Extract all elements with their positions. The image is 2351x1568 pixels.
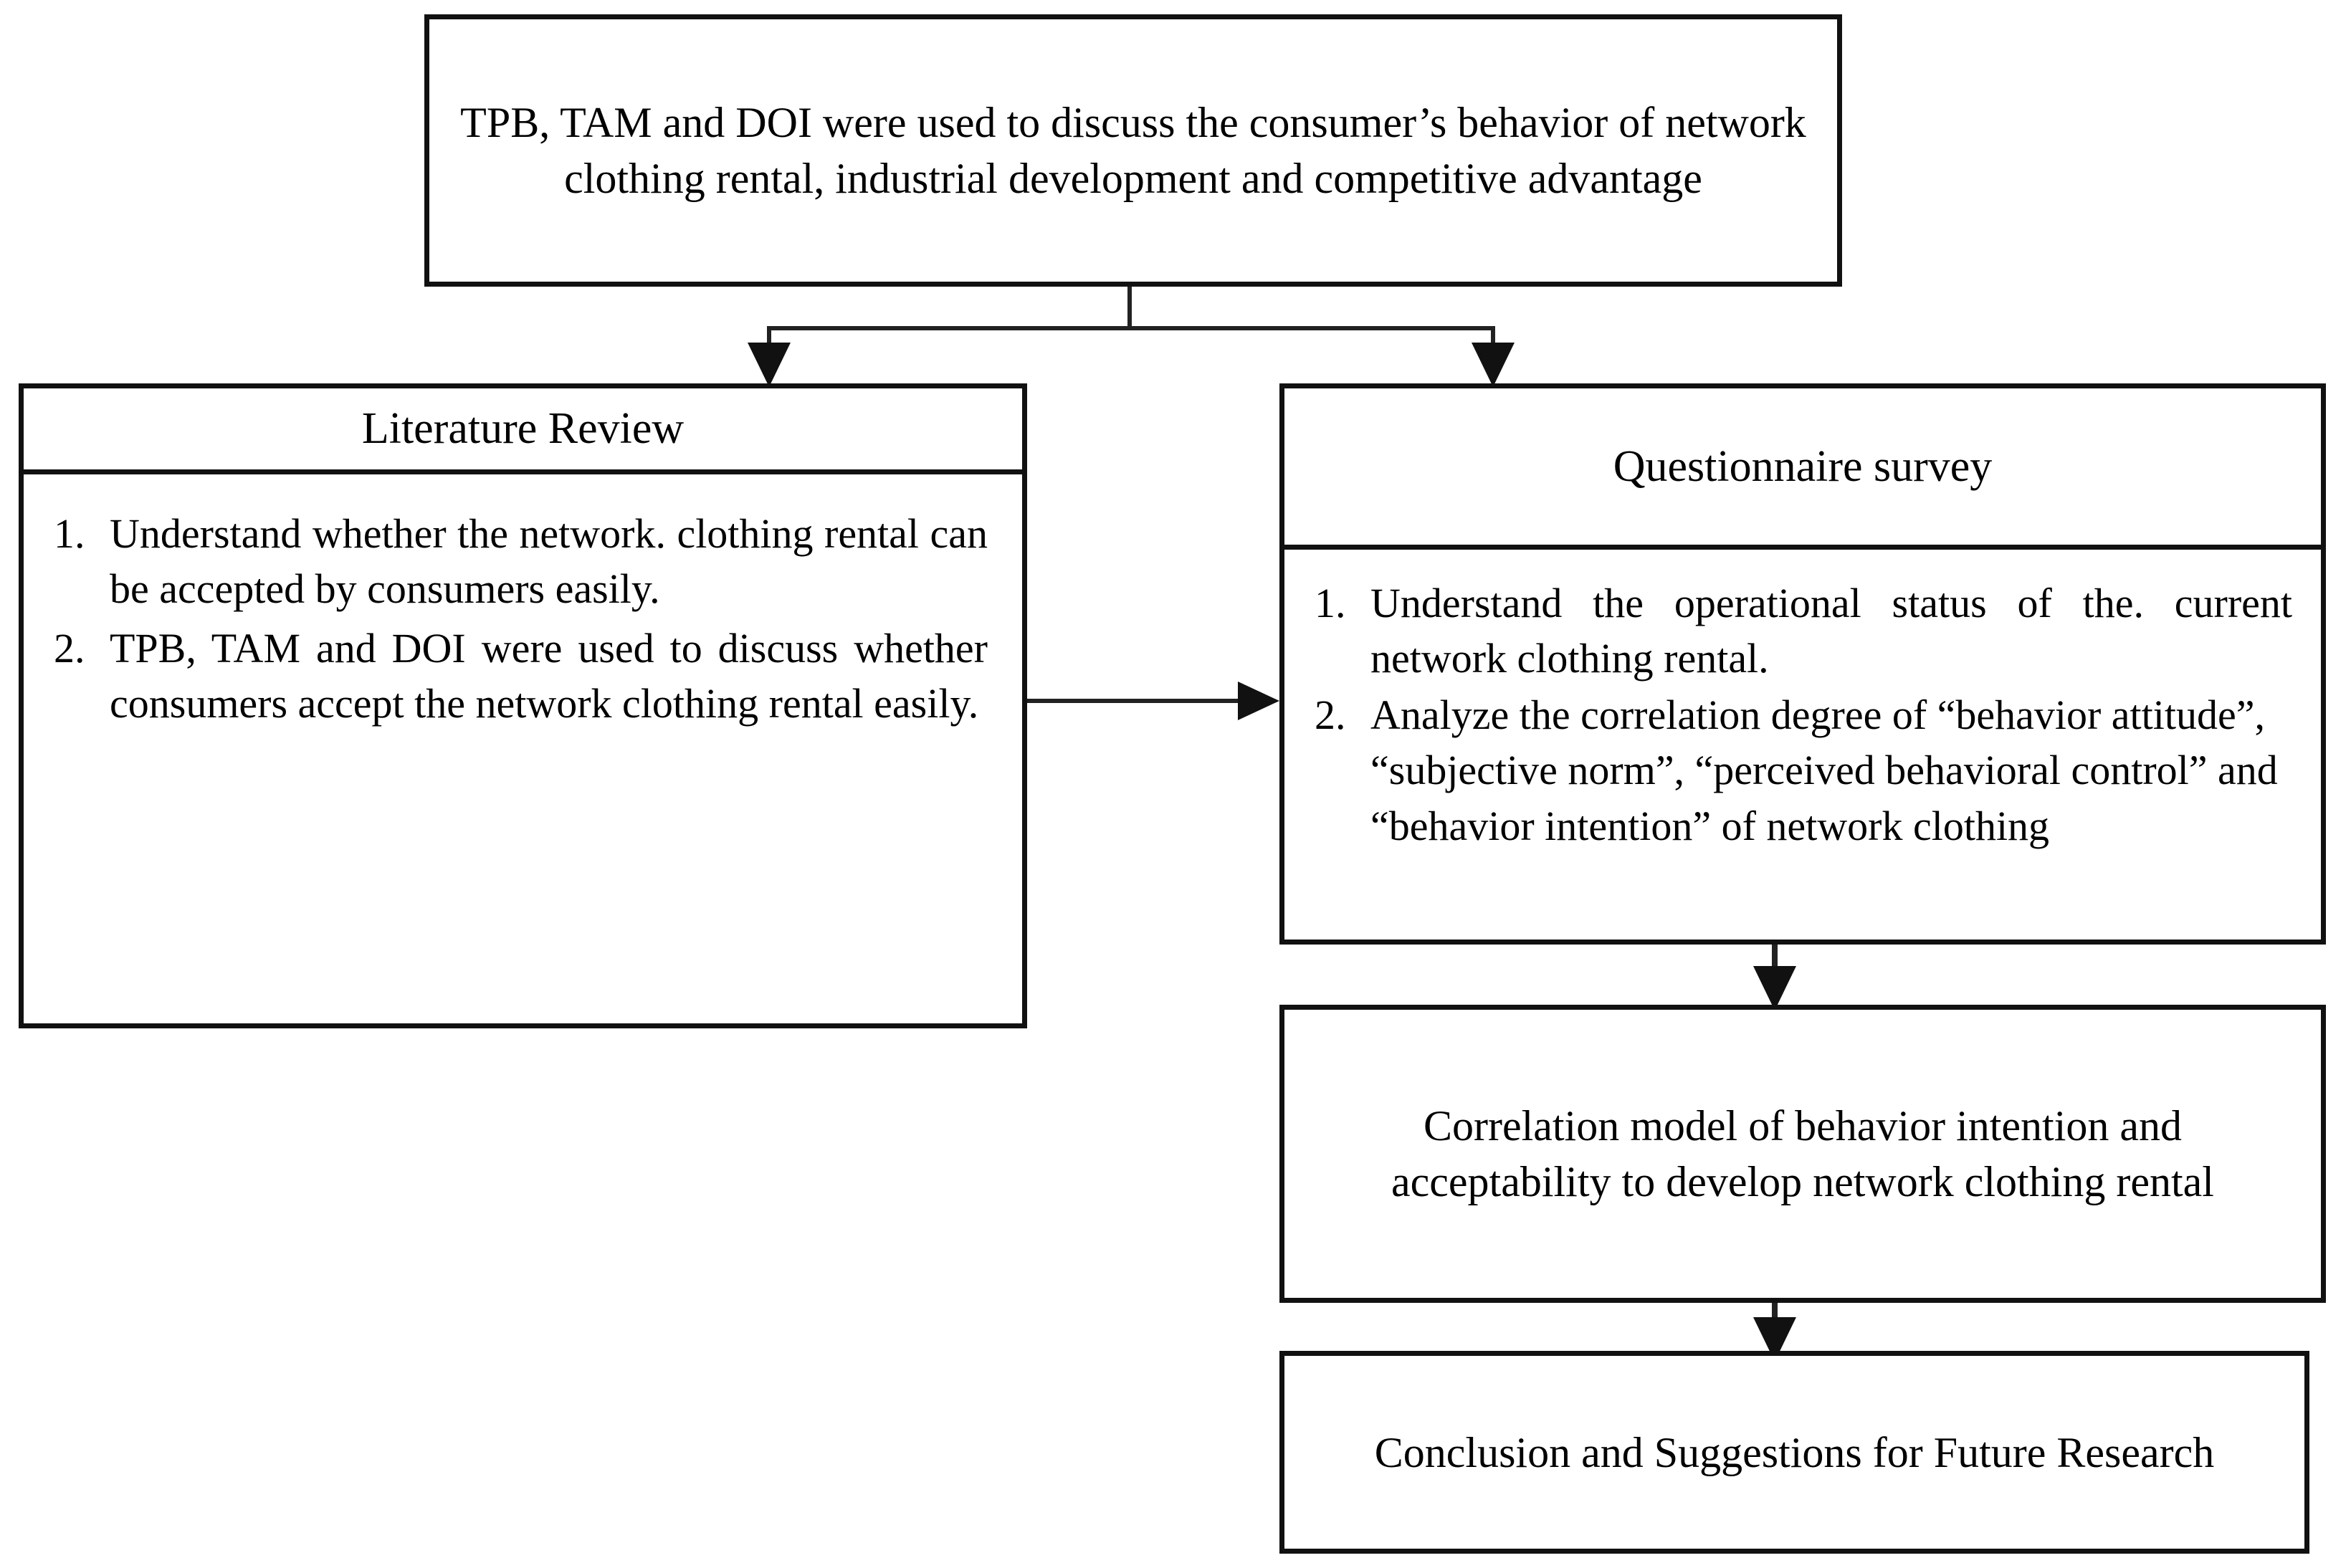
arrow-theory-to-literature-review <box>748 343 791 387</box>
list-item-marker: 1. <box>1315 580 1346 626</box>
arrow-literature-to-questionnaire <box>1238 682 1279 720</box>
list-item: 1. Understand the operational status of … <box>1315 575 2292 686</box>
list-item-marker: 1. <box>54 510 85 557</box>
node-literature-review-body: 1. Understand whether the network. cloth… <box>24 474 1022 1023</box>
node-questionnaire-survey-header: Questionnaire survey <box>1613 441 1993 491</box>
list-item-text: Analyze the correlation degree of “behav… <box>1370 692 2278 849</box>
node-theory-framework-text: TPB, TAM and DOI were used to discuss th… <box>460 99 1806 202</box>
node-conclusion-text: Conclusion and Suggestions for Future Re… <box>1374 1428 2215 1476</box>
questionnaire-survey-list: 1. Understand the operational status of … <box>1315 575 2292 854</box>
node-correlation-model: Correlation model of behavior intention … <box>1279 1005 2326 1303</box>
connector-theory-stem <box>1127 287 1132 328</box>
node-literature-review-header: Literature Review <box>361 404 685 453</box>
literature-review-list: 1. Understand whether the network. cloth… <box>54 506 988 732</box>
list-item: 1. Understand whether the network. cloth… <box>54 506 988 616</box>
node-correlation-model-text: Correlation model of behavior intention … <box>1391 1102 2214 1205</box>
list-item-marker: 2. <box>54 625 85 672</box>
connector-questionnaire-to-correlation <box>1772 945 1778 986</box>
connector-literature-to-questionnaire <box>1027 699 1242 703</box>
arrow-theory-to-questionnaire <box>1472 343 1515 387</box>
list-item-text: Understand whether the network. clothing… <box>110 510 988 613</box>
node-questionnaire-survey: Questionnaire survey 1. Understand the o… <box>1279 383 2326 945</box>
node-questionnaire-survey-header-row: Questionnaire survey <box>1284 388 2321 550</box>
list-item: 2. Analyze the correlation degree of “be… <box>1315 687 2292 853</box>
list-item-marker: 2. <box>1315 692 1346 739</box>
node-theory-framework: TPB, TAM and DOI were used to discuss th… <box>424 14 1842 287</box>
connector-theory-fork-bar <box>767 326 1495 330</box>
node-literature-review: Literature Review 1. Understand whether … <box>19 383 1027 1028</box>
node-questionnaire-survey-body: 1. Understand the operational status of … <box>1284 550 2321 940</box>
list-item-text: TPB, TAM and DOI were used to discuss wh… <box>110 625 988 727</box>
node-literature-review-header-row: Literature Review <box>24 388 1022 474</box>
arrow-questionnaire-to-correlation <box>1753 966 1796 1010</box>
list-item: 2. TPB, TAM and DOI were used to discuss… <box>54 621 988 731</box>
node-conclusion: Conclusion and Suggestions for Future Re… <box>1279 1351 2309 1554</box>
list-item-text: Understand the operational status of the… <box>1370 580 2292 682</box>
